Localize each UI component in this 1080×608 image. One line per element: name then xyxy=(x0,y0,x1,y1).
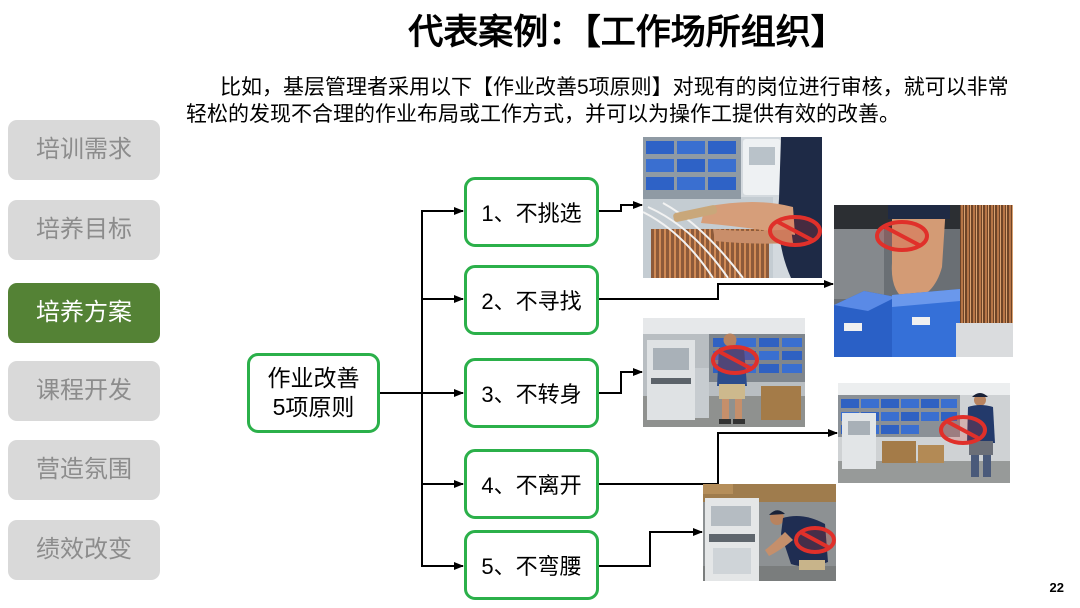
connector-lines xyxy=(380,201,838,570)
photo-4 xyxy=(838,383,1010,483)
root-node-line-2: 5项原则 xyxy=(272,394,355,420)
principle-label-5: 5、不弯腰 xyxy=(481,554,582,579)
operator-arm xyxy=(888,205,950,301)
photo-connector-5 xyxy=(599,528,703,567)
sidebar-item-training-plan[interactable]: 培养方案 xyxy=(8,283,160,343)
principle-node-3: 3、不转身 xyxy=(464,358,599,428)
principle-label-3: 3、不转身 xyxy=(481,382,582,407)
wire-harness xyxy=(960,205,1013,323)
intro-line-2: 轻松的发现不合理的作业布局或工作方式，并可以为操作工提供有效的改善。 xyxy=(186,103,900,126)
equipment-cart xyxy=(705,498,759,581)
carton-boxes xyxy=(882,441,944,463)
sidebar-item-training-goals[interactable]: 培养目标 xyxy=(8,200,160,260)
principle-label-1: 1、不挑选 xyxy=(481,201,582,226)
principle-label-2: 2、不寻找 xyxy=(481,289,582,314)
principle-node-2: 2、不寻找 xyxy=(464,265,599,335)
principle-node-5: 5、不弯腰 xyxy=(464,530,599,600)
prohibition-icon xyxy=(711,345,759,375)
prohibition-icon xyxy=(875,220,929,252)
photo-3 xyxy=(643,318,805,427)
machine xyxy=(743,139,781,195)
prohibition-icon xyxy=(794,526,836,554)
root-node-5-principles: 作业改善 5项原则 xyxy=(247,353,380,433)
prohibition-icon xyxy=(768,215,822,247)
sidebar-item-performance-change[interactable]: 绩效改变 xyxy=(8,520,160,580)
intro-paragraph: 比如，基层管理者采用以下【作业改善5项原则】对现有的岗位进行审核，就可以非常 轻… xyxy=(186,74,1070,128)
principle-node-1: 1、不挑选 xyxy=(464,177,599,247)
photo-connector-1 xyxy=(599,201,643,212)
workbench xyxy=(956,323,1013,357)
blue-bins xyxy=(834,289,960,357)
machine xyxy=(842,413,876,469)
principle-label-4: 4、不离开 xyxy=(481,473,582,498)
operator xyxy=(717,333,747,424)
photo-connector-2 xyxy=(599,280,834,300)
principle-node-4: 4、不离开 xyxy=(464,449,599,519)
sidebar-item-atmosphere[interactable]: 营造氛围 xyxy=(8,440,160,500)
photo-2 xyxy=(834,205,1013,357)
slide-title: 代表案例：【工作场所组织】 xyxy=(408,13,846,52)
intro-line-1: 比如，基层管理者采用以下【作业改善5项原则】对现有的岗位进行审核，就可以非常 xyxy=(220,76,1009,99)
root-node-line-1: 作业改善 xyxy=(267,365,360,391)
photo-connector-3 xyxy=(599,368,643,394)
photo-connector-4 xyxy=(599,429,838,485)
photo-5 xyxy=(703,484,836,581)
sidebar-item-training-needs[interactable]: 培训需求 xyxy=(8,120,160,180)
page-number: 22 xyxy=(1049,580,1064,595)
parts-shelf xyxy=(643,137,741,199)
carton-box xyxy=(761,386,801,420)
photo-1 xyxy=(643,137,822,278)
machine xyxy=(647,340,709,420)
sidebar-item-course-development[interactable]: 课程开发 xyxy=(8,361,160,421)
prohibition-icon xyxy=(939,415,987,445)
